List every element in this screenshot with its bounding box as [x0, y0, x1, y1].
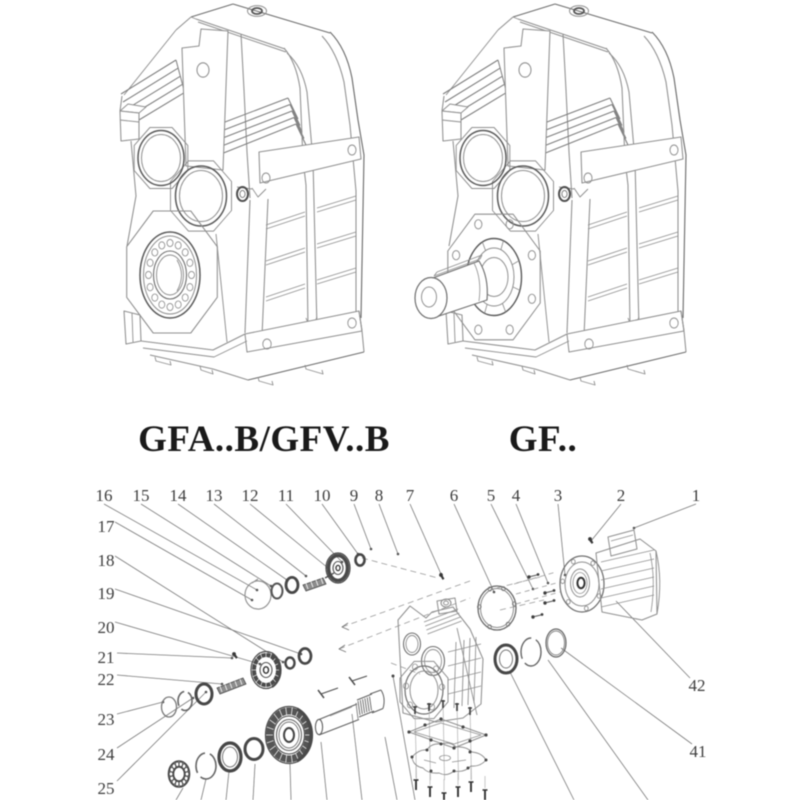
svg-text:10: 10: [314, 486, 331, 505]
svg-text:2: 2: [617, 486, 626, 505]
svg-text:15: 15: [133, 486, 150, 505]
svg-text:6: 6: [450, 486, 459, 505]
svg-text:GFA..B/GFV..B: GFA..B/GFV..B: [138, 419, 390, 460]
svg-text:14: 14: [170, 486, 188, 505]
svg-text:42: 42: [689, 676, 706, 695]
svg-text:16: 16: [96, 486, 113, 505]
svg-text:8: 8: [375, 486, 384, 505]
svg-text:3: 3: [554, 486, 563, 505]
svg-text:11: 11: [278, 486, 294, 505]
svg-text:19: 19: [98, 584, 115, 603]
svg-text:7: 7: [406, 486, 415, 505]
svg-text:13: 13: [206, 486, 223, 505]
svg-text:18: 18: [98, 551, 115, 570]
svg-text:25: 25: [98, 779, 115, 798]
svg-text:1: 1: [692, 486, 701, 505]
svg-text:5: 5: [487, 486, 496, 505]
svg-text:23: 23: [98, 710, 115, 729]
svg-text:24: 24: [98, 745, 116, 764]
svg-text:21: 21: [98, 648, 115, 667]
svg-text:GF..: GF..: [509, 419, 577, 460]
svg-text:9: 9: [350, 486, 359, 505]
svg-text:22: 22: [98, 670, 115, 689]
svg-text:4: 4: [512, 486, 521, 505]
svg-text:12: 12: [242, 486, 259, 505]
svg-text:17: 17: [98, 517, 116, 536]
svg-text:20: 20: [98, 618, 115, 637]
svg-text:41: 41: [690, 742, 707, 761]
